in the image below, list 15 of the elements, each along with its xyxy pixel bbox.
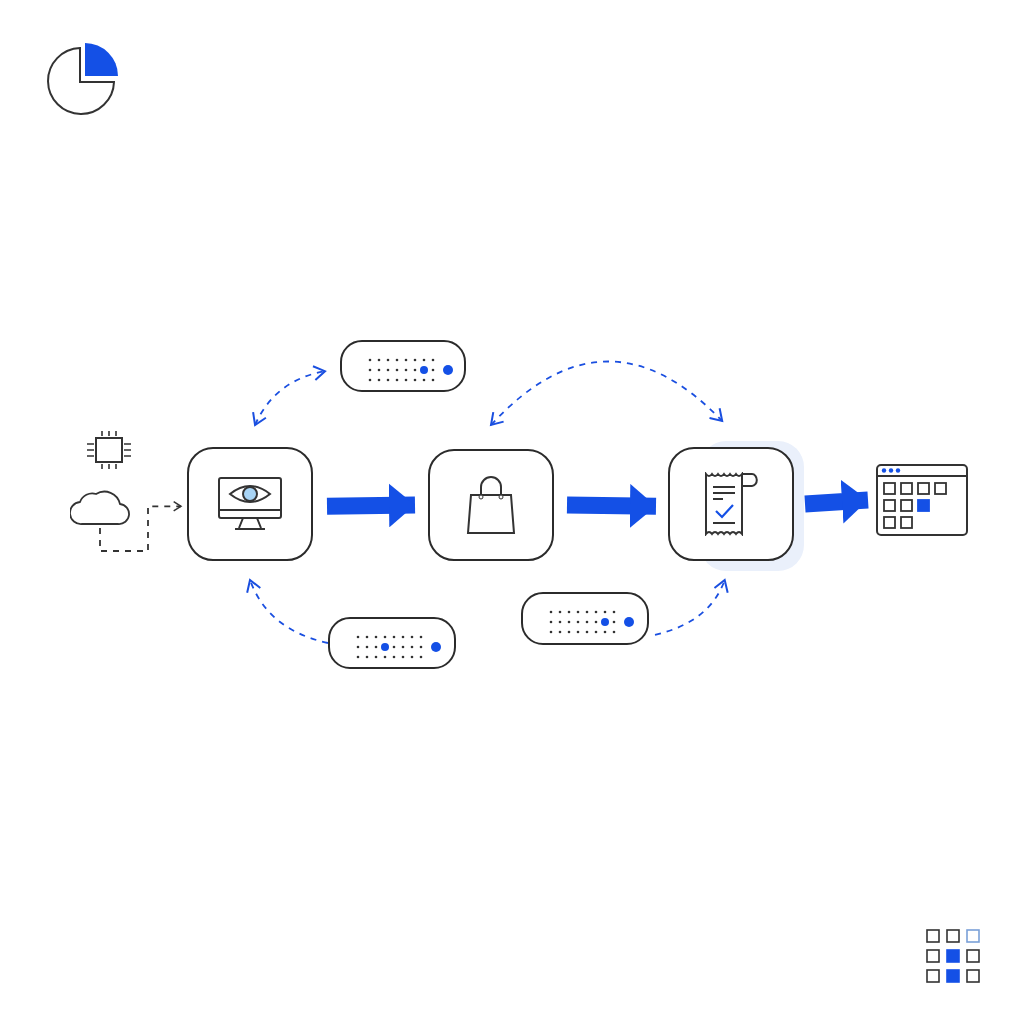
thick-arrow [326, 483, 416, 528]
dashed-arrow [654, 579, 729, 636]
device-bar [521, 592, 649, 645]
thick-arrow [804, 479, 869, 524]
process-box [187, 447, 313, 561]
calendar-grid-icon [876, 464, 968, 536]
dashed-arrow [252, 365, 326, 426]
process-box [428, 449, 554, 561]
device-bar [340, 340, 466, 392]
dashed-arrow [246, 579, 329, 644]
dashed-arrow [490, 360, 724, 426]
thick-arrow [566, 483, 657, 528]
dashed-arrow [99, 500, 182, 552]
device-bar [328, 617, 456, 669]
process-box [668, 447, 794, 561]
